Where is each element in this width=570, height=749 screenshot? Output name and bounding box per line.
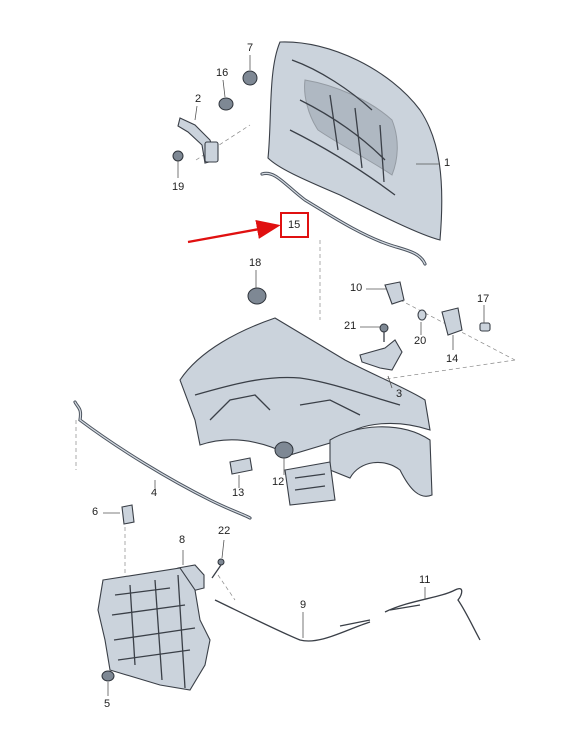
callout-20: 20 bbox=[414, 335, 427, 347]
bolt-21 bbox=[379, 323, 389, 342]
callout-6: 6 bbox=[92, 506, 99, 518]
callout-18: 18 bbox=[249, 257, 262, 269]
hinge-bolt bbox=[172, 150, 184, 162]
leader-lines bbox=[103, 55, 485, 696]
clip-20 bbox=[417, 309, 427, 321]
callout-9: 9 bbox=[300, 599, 307, 611]
bonnet-lock bbox=[359, 339, 403, 371]
lock-carrier-panel bbox=[97, 567, 211, 691]
callout-22: 22 bbox=[218, 525, 231, 537]
callout-3: 3 bbox=[396, 388, 403, 400]
callout-15: 15 bbox=[288, 219, 301, 231]
release-lever bbox=[384, 281, 405, 305]
callout-17: 17 bbox=[477, 293, 490, 305]
callout-14: 14 bbox=[446, 353, 459, 365]
bonnet-panel bbox=[267, 41, 443, 241]
red-arrow-icon bbox=[187, 219, 281, 244]
callout-1: 1 bbox=[444, 157, 451, 169]
rubber-grommet-18 bbox=[247, 287, 267, 305]
callout-12: 12 bbox=[272, 476, 285, 488]
highlight-box bbox=[280, 212, 309, 238]
front-body-structure bbox=[179, 317, 433, 506]
release-cable bbox=[214, 599, 371, 642]
rubber-grommet-12 bbox=[274, 441, 294, 459]
callout-16: 16 bbox=[216, 67, 229, 79]
buffer-13 bbox=[229, 457, 253, 475]
callout-5: 5 bbox=[104, 698, 111, 710]
release-cable-11 bbox=[384, 588, 481, 641]
callout-19: 19 bbox=[172, 181, 185, 193]
callout-4: 4 bbox=[151, 487, 158, 499]
rod-holder-6 bbox=[121, 504, 135, 525]
callout-8: 8 bbox=[179, 534, 186, 546]
nut-5 bbox=[101, 670, 115, 682]
buffer-parts bbox=[218, 70, 258, 111]
callout-2: 2 bbox=[195, 93, 202, 105]
callout-7: 7 bbox=[247, 42, 254, 54]
bonnet-support-rod bbox=[73, 400, 252, 520]
bonnet-seal-strip bbox=[260, 171, 427, 266]
callout-11: 11 bbox=[419, 574, 431, 586]
bonnet-hinge bbox=[177, 117, 219, 164]
plug-17 bbox=[479, 322, 491, 332]
screw-22 bbox=[211, 558, 225, 579]
callout-10: 10 bbox=[350, 282, 363, 294]
callout-21: 21 bbox=[344, 320, 357, 332]
callout-13: 13 bbox=[232, 487, 245, 499]
bracket-14 bbox=[441, 307, 463, 336]
